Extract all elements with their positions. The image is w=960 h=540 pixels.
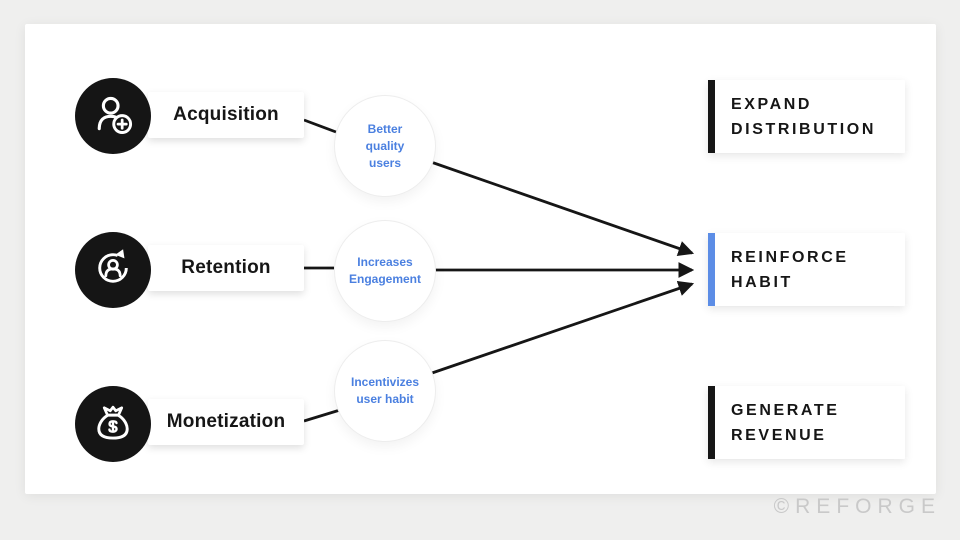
label-box-retention: Retention <box>148 245 304 291</box>
factor-line: quality <box>365 138 405 153</box>
factor-line: Better <box>367 121 403 136</box>
factor-line: users <box>368 155 402 170</box>
monetization-label: Monetization <box>166 411 286 432</box>
outcome-line: GENERATE <box>731 401 840 419</box>
outcome-box-expand-distribution: EXPAND DISTRIBUTION <box>708 80 905 153</box>
factor-circle-increases-engagement: Increases Engagement <box>334 220 436 322</box>
user-retention-icon <box>91 246 135 295</box>
retention-icon-badge <box>75 232 151 308</box>
factor-line: Incentivizes <box>350 375 420 389</box>
factor-circle-better-quality-users: Better quality users <box>334 95 436 197</box>
retention-label: Retention <box>181 257 271 278</box>
user-add-icon <box>91 92 135 141</box>
factor-circle-incentivizes-user-habit: Incentivizes user habit <box>334 340 436 442</box>
money-bag-icon <box>91 400 135 449</box>
label-box-monetization: Monetization <box>148 399 304 445</box>
acquisition-label: Acquisition <box>173 104 279 125</box>
monetization-icon-badge <box>75 386 151 462</box>
reforge-watermark: ©REFORGE <box>773 495 941 518</box>
factor-line: user habit <box>356 392 414 406</box>
factor-line: Engagement <box>348 272 421 286</box>
accent-bar <box>708 386 715 459</box>
acquisition-icon-badge <box>75 78 151 154</box>
factor-line: Increases <box>357 255 413 269</box>
accent-bar <box>708 80 715 153</box>
outcome-line: HABIT <box>731 273 793 291</box>
accent-bar <box>708 233 715 306</box>
outcome-line: EXPAND <box>731 95 813 113</box>
outcome-line: REINFORCE <box>731 248 849 266</box>
outcome-box-reinforce-habit: REINFORCE HABIT <box>708 233 905 306</box>
label-box-acquisition: Acquisition <box>148 92 304 138</box>
outcome-line: REVENUE <box>731 426 827 444</box>
outcome-box-generate-revenue: GENERATE REVENUE <box>708 386 905 459</box>
outcome-line: DISTRIBUTION <box>731 120 876 138</box>
